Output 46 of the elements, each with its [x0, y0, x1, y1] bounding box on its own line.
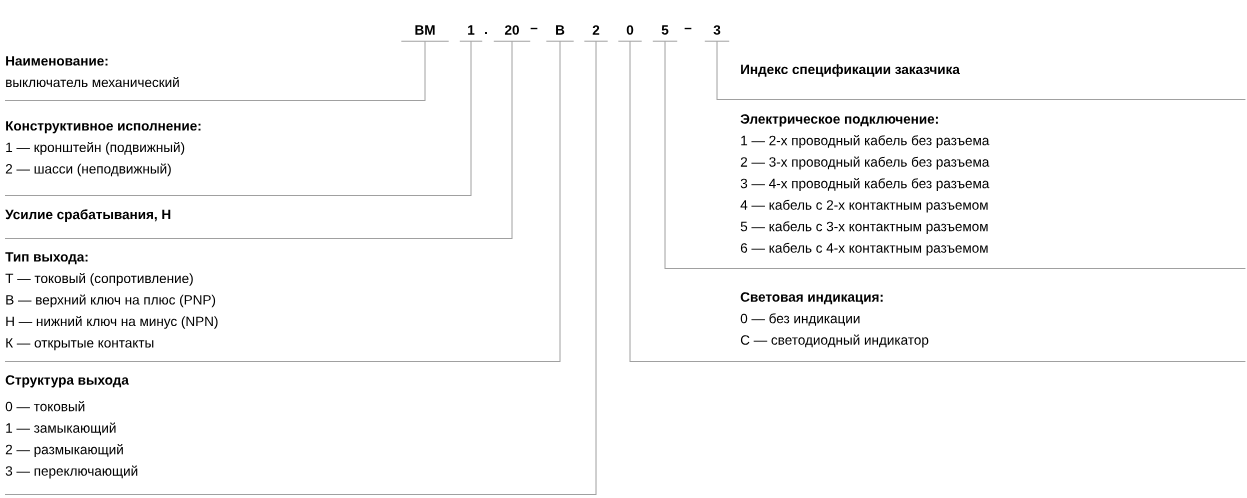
option-text: 3 — 4-х проводный кабель без разъема [740, 178, 990, 191]
option-text: С — светодиодный индикатор [740, 334, 929, 348]
leader-line [4, 40, 561, 362]
option-text: 1 — кронштейн (подвижный) [6, 141, 185, 155]
option-text: 1 — 2-х проводный кабель без разъема [741, 135, 990, 148]
leader-line [629, 40, 741, 362]
option-text: 1 — замыкающий [6, 422, 116, 436]
code-segment: 1 [459, 25, 483, 42]
heading: Наименование: [6, 56, 108, 66]
heading: Структура выхода [5, 375, 129, 388]
separator: . [485, 32, 487, 34]
separator: – [530, 27, 538, 30]
option-text: выключатель механический [6, 76, 179, 88]
option-text: 2 — шасси (неподвижный) [5, 163, 171, 177]
code-segment: 3 [704, 25, 730, 42]
option-text: 5 — кабель с 3-х контактным разъемом [740, 221, 988, 234]
option-text: Н — нижний ключ на минус (NPN) [6, 315, 218, 329]
leader-line [4, 40, 513, 239]
heading: Тип выхода: [5, 252, 88, 265]
option-text: 3 — переключающий [5, 465, 138, 479]
heading: Электрическое подключение: [740, 114, 938, 127]
leader-line [4, 40, 426, 101]
heading: Индекс спецификации заказчика [741, 64, 960, 77]
separator: – [684, 27, 692, 30]
option-text: 2 — размыкающий [5, 444, 123, 457]
option-text: К — открытые контакты [6, 338, 154, 351]
code-segment: 20 [493, 25, 531, 42]
option-text: 4 — кабель с 2-х контактным разъемом [740, 199, 988, 213]
option-text: Т — токовый (сопротивление) [5, 272, 193, 286]
code-segment: ВМ [400, 25, 450, 42]
option-text: В — верхний ключ на плюс (PNP) [6, 294, 216, 308]
code-segment: 0 [617, 25, 643, 42]
option-text: 0 — токовый [5, 401, 85, 412]
heading: Световая индикация: [740, 292, 883, 305]
option-text: 0 — без индикации [740, 313, 860, 326]
code-segment: 5 [652, 25, 678, 42]
leader-line [4, 40, 597, 495]
heading: Усилие срабатывания, Н [5, 209, 171, 222]
leader-line [664, 40, 741, 269]
leader-line [716, 40, 741, 100]
option-text: 2 — 3-х проводный кабель без разъема [740, 156, 990, 170]
option-text: 6 — кабель с 4-х контактным разъемом [740, 242, 988, 256]
heading: Конструктивное исполнение: [6, 121, 201, 134]
code-segment: В [545, 25, 575, 42]
leader-line [4, 40, 472, 196]
code-segment: 2 [583, 25, 609, 42]
